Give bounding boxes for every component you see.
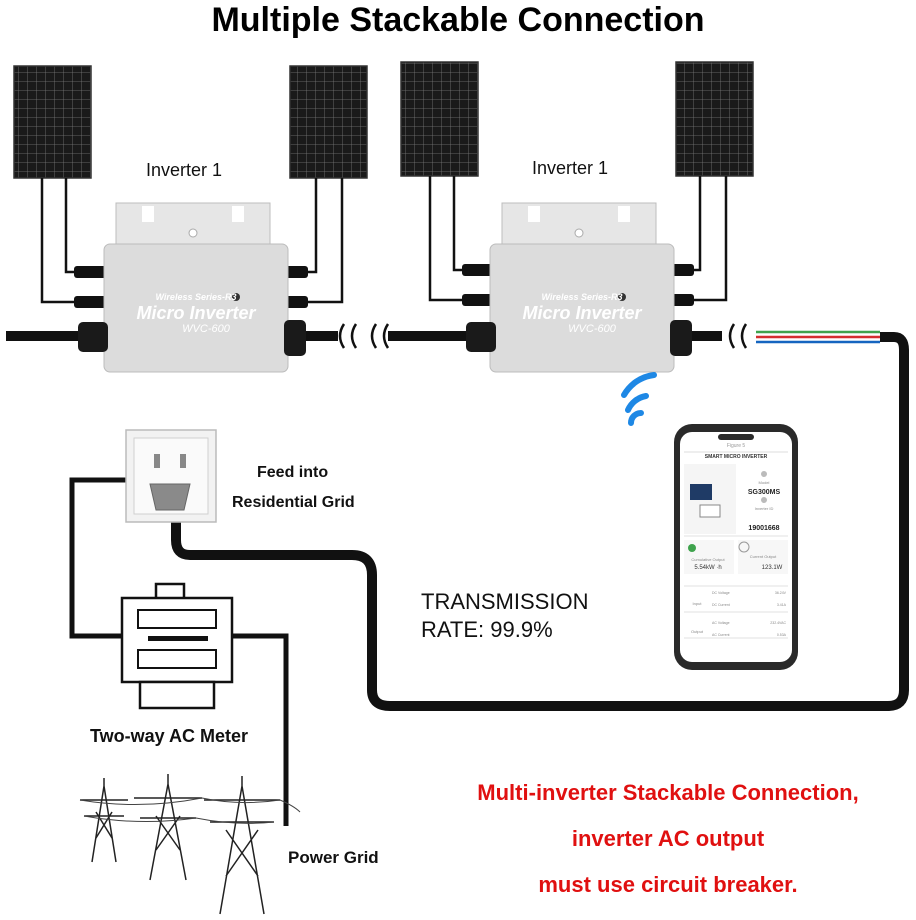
phone-header: Figure 5 bbox=[727, 443, 746, 449]
socket-label-line-2: Residential Grid bbox=[232, 494, 355, 511]
meter-wires bbox=[69, 477, 289, 826]
warning-line-1: Multi-inverter Stackable Connection, bbox=[477, 780, 859, 805]
power-socket-icon bbox=[125, 429, 217, 523]
phone-model-value: SG300MS bbox=[748, 489, 781, 496]
solar-panel-icon bbox=[675, 61, 754, 177]
inverter-2-model: WVC-600 bbox=[568, 323, 617, 335]
phone-output-label: Output bbox=[691, 629, 704, 634]
transmission-tower-icon bbox=[134, 774, 202, 881]
cable-break-symbols bbox=[338, 323, 748, 349]
ac-return-cable bbox=[171, 332, 909, 711]
inverter-1-name: Micro Inverter bbox=[136, 303, 256, 323]
inverter-1-series: Wireless Series-R3 bbox=[156, 292, 237, 302]
phone-model-label: Model bbox=[759, 480, 770, 485]
phone-app-title: SMART MICRO INVERTER bbox=[705, 454, 768, 460]
diagram-title: Multiple Stackable Connection bbox=[211, 1, 705, 39]
phone-cumulative-value: 5.54kW ·h bbox=[694, 565, 721, 571]
transmission-label-line-2: RATE: 99.9% bbox=[421, 617, 553, 642]
power-lines bbox=[79, 797, 301, 824]
phone-ac-current-label: AC Current bbox=[712, 633, 730, 637]
inverter-1-label: Inverter 1 bbox=[146, 160, 223, 180]
ac-glands bbox=[78, 320, 692, 356]
phone-current-label: Current Output bbox=[750, 554, 777, 559]
phone-ac-current-value: 0.53A bbox=[777, 633, 787, 637]
inverter-1-model: WVC-600 bbox=[182, 323, 231, 335]
solar-panel-icon bbox=[400, 61, 479, 177]
phone-serial-value: 19001668 bbox=[748, 525, 779, 532]
phone-dc-voltage-value: 36.24V bbox=[775, 591, 787, 595]
inverter-2-name: Micro Inverter bbox=[522, 303, 642, 323]
phone-ac-voltage-label: AC Voltage bbox=[712, 621, 730, 625]
meter-label: Two-way AC Meter bbox=[90, 726, 249, 746]
transmission-tower-icon bbox=[80, 778, 128, 863]
inverter-1 bbox=[103, 202, 289, 373]
inverter-2-series: Wireless Series-R3 bbox=[542, 292, 623, 302]
solar-panel-icon bbox=[13, 65, 92, 179]
warning-line-3: must use circuit breaker. bbox=[538, 872, 798, 897]
phone-current-value: 123.1W bbox=[762, 565, 783, 571]
phone-dc-current-value: 3.41A bbox=[777, 603, 787, 607]
phone-dc-voltage-label: DC Voltage bbox=[712, 591, 730, 595]
phone-serial-label: Inverter ID bbox=[755, 506, 774, 511]
warning-line-2: inverter AC output bbox=[571, 826, 765, 851]
cable-wire-ends bbox=[756, 330, 880, 344]
smartphone-icon bbox=[674, 424, 798, 670]
wifi-icon bbox=[621, 372, 657, 426]
transmission-tower-icon bbox=[204, 776, 280, 915]
power-grid-label: Power Grid bbox=[288, 848, 379, 867]
solar-panel-icon bbox=[289, 65, 368, 179]
phone-input-label: Input bbox=[693, 601, 703, 606]
meter-icon bbox=[120, 582, 234, 710]
socket-label-line-1: Feed into bbox=[257, 464, 329, 481]
phone-cumulative-label: Cumulative Output bbox=[691, 557, 725, 562]
phone-dc-current-label: DC Current bbox=[712, 603, 730, 607]
inverter-2 bbox=[489, 202, 675, 373]
inverter-2-label: Inverter 1 bbox=[532, 158, 609, 178]
phone-ac-voltage-value: 232.4VAC bbox=[770, 621, 786, 625]
transmission-label-line-1: TRANSMISSION bbox=[421, 589, 589, 614]
